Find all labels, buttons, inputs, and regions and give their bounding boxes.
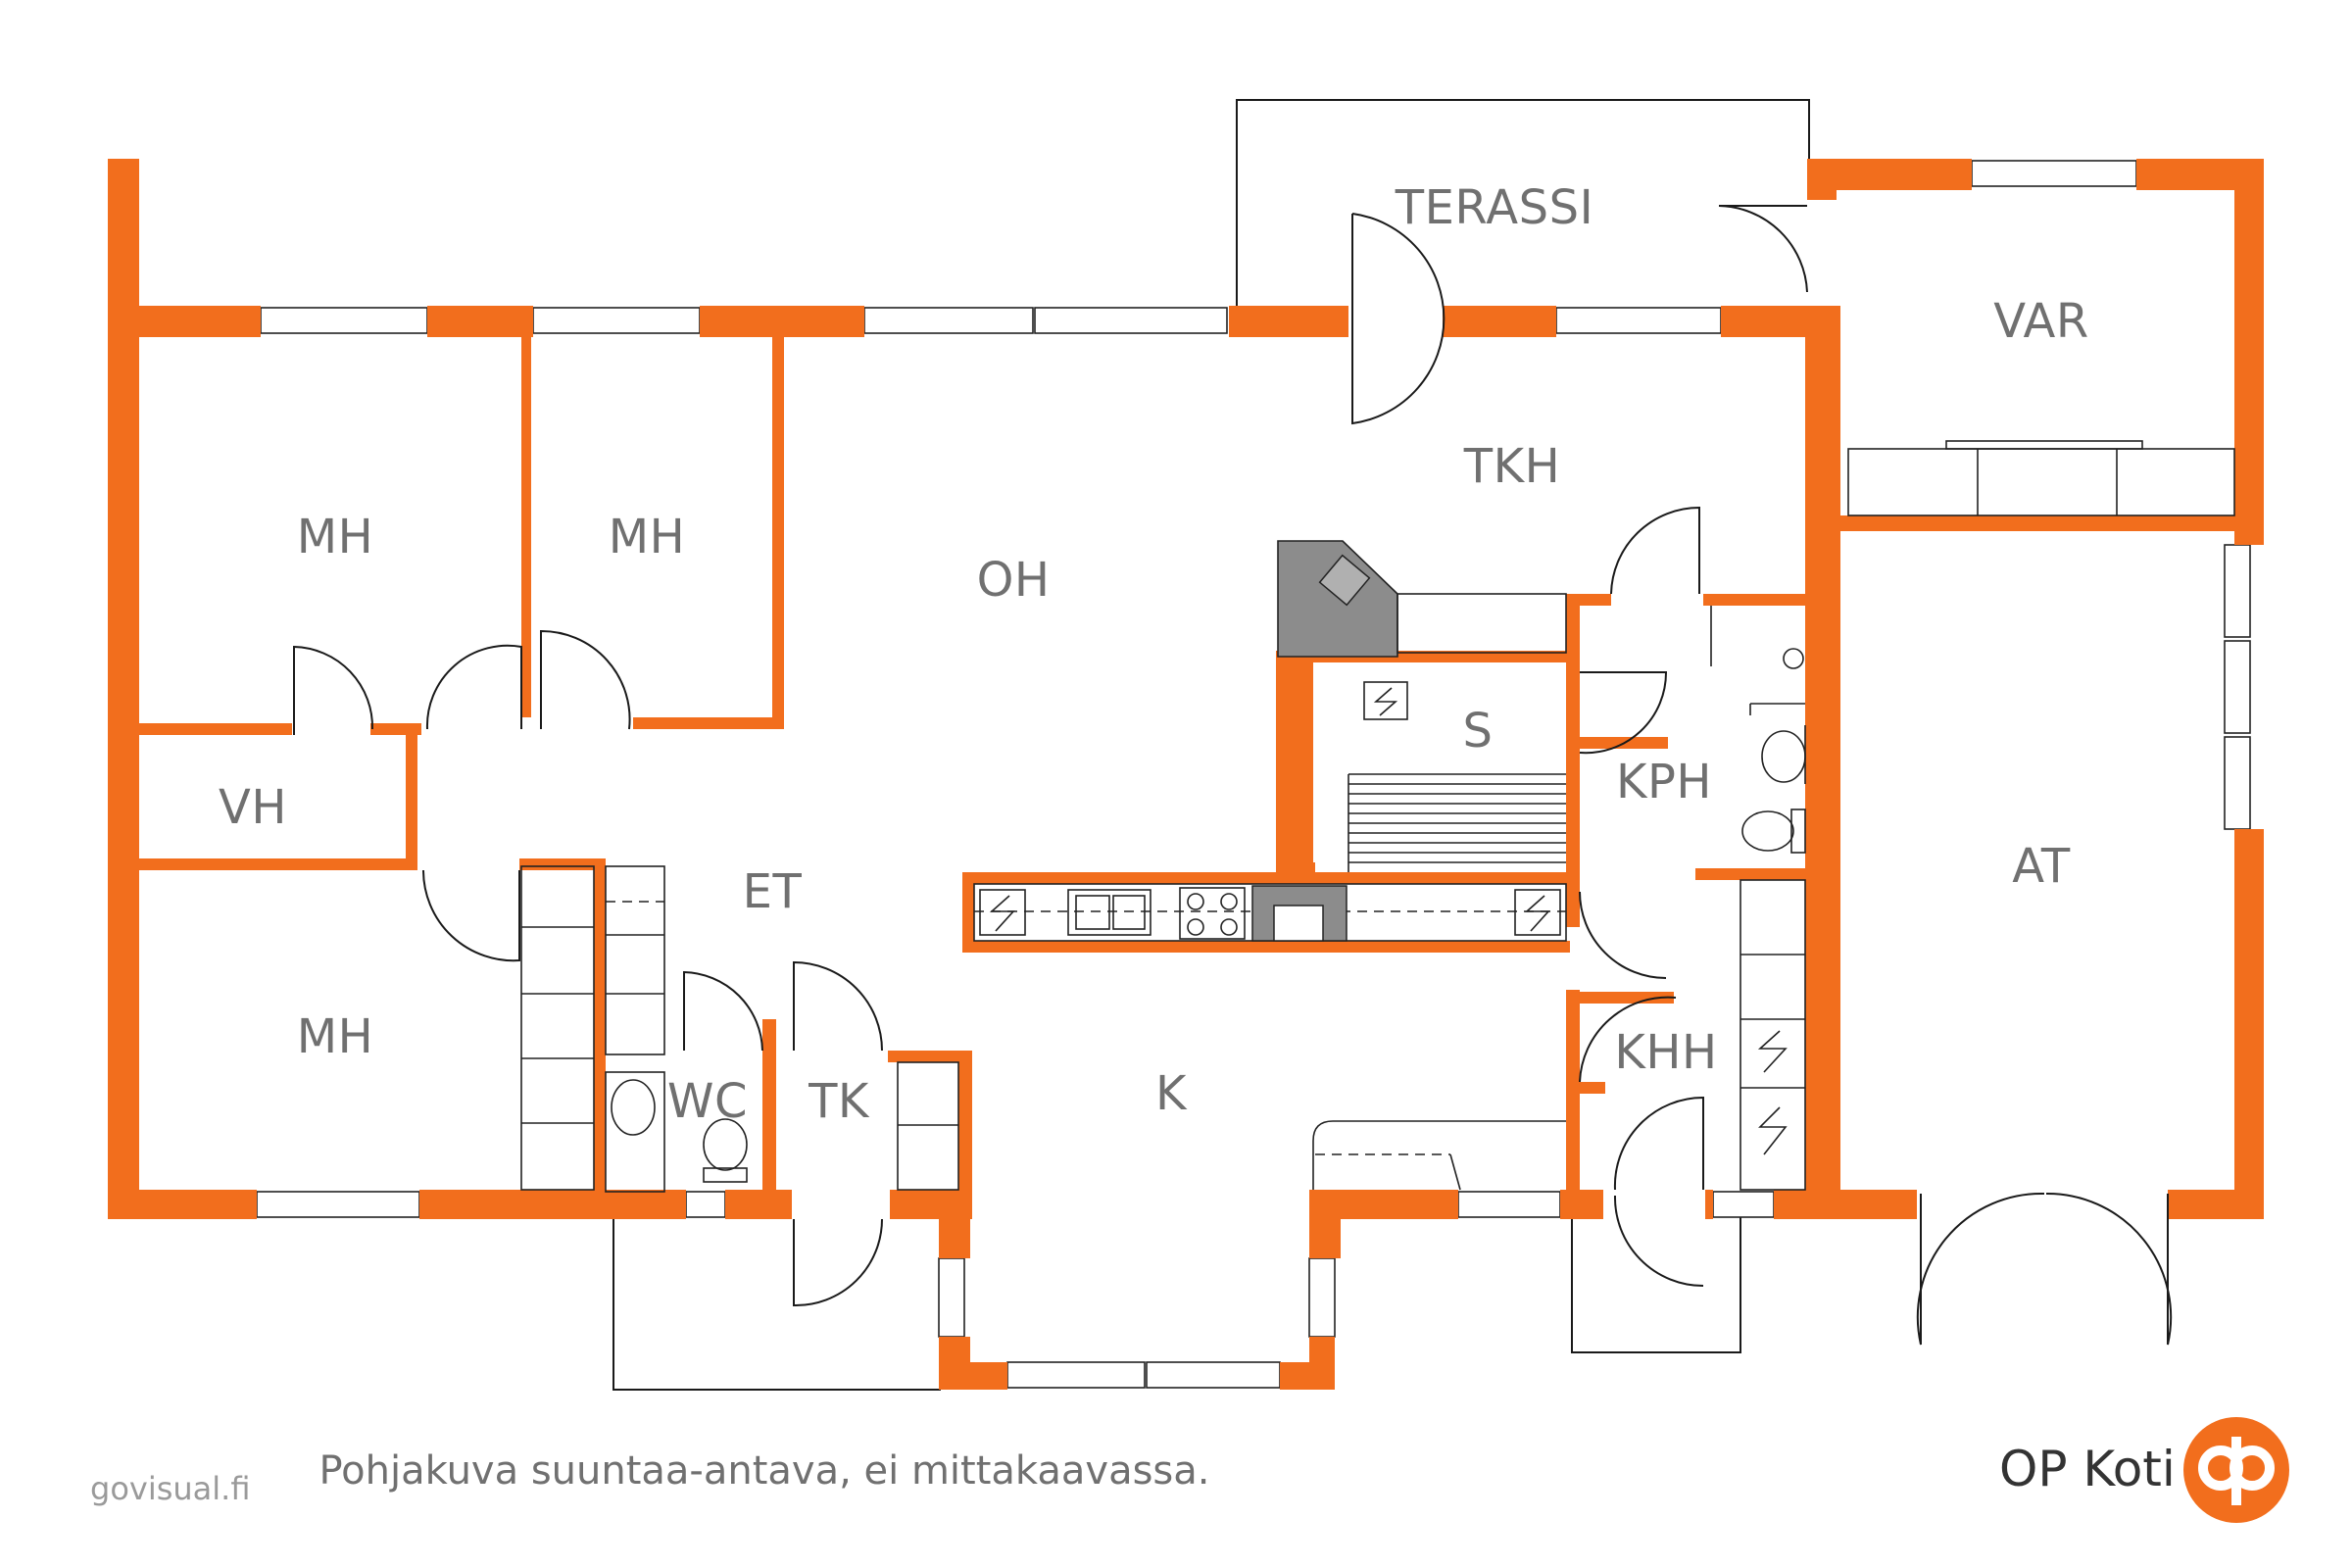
dryer-icon [1758,1106,1788,1155]
room-label-mh-1: MH [297,510,374,564]
kitchen-sink-icon [1067,889,1152,936]
doors [293,205,2173,1346]
wc-sink-icon [611,1079,656,1136]
room-label-var: VAR [1993,294,2088,349]
windows [256,160,2251,1389]
room-label-mh-2: MH [609,510,686,564]
room-label-kph: KPH [1616,755,1712,809]
fixtures [520,440,2235,1193]
credit-link[interactable]: govisual.fi [90,1470,251,1507]
room-label-k: K [1155,1066,1188,1121]
brand-name: OP Koti [1999,1441,2176,1497]
washer-icon [1757,1030,1788,1073]
wardrobes [520,865,665,1191]
room-label-vh: VH [219,780,287,835]
shower-icon [1783,648,1804,669]
room-label-mh-3: MH [297,1009,374,1064]
room-label-wc: WC [667,1074,748,1129]
room-label-at: AT [2012,839,2071,894]
kitchen-counter [973,883,1567,942]
room-label-s: S [1463,704,1494,759]
room-label-terassi: TERASSI [1395,180,1593,235]
walls [108,159,2264,1390]
op-logo-icon [2183,1417,2289,1523]
room-labels: TERASSI VAR TKH MH MH OH S KPH VH ET AT … [219,180,2088,1129]
room-label-khh: KHH [1614,1025,1717,1080]
room-label-et: ET [743,864,803,919]
room-label-tkh: TKH [1463,439,1560,494]
electric-icon [1363,681,1408,720]
wc-toilet-icon [703,1118,748,1171]
room-label-tk: TK [808,1074,870,1129]
sink-icon [1761,730,1806,783]
stove-icon [1179,887,1246,940]
sauna-bench [1348,773,1566,872]
room-label-oh: OH [977,553,1051,608]
outdoor-outlines [612,99,1810,1391]
disclaimer-caption: Pohjakuva suuntaa-antava, ei mittakaavas… [318,1448,1210,1494]
toilet-icon [1741,810,1794,852]
